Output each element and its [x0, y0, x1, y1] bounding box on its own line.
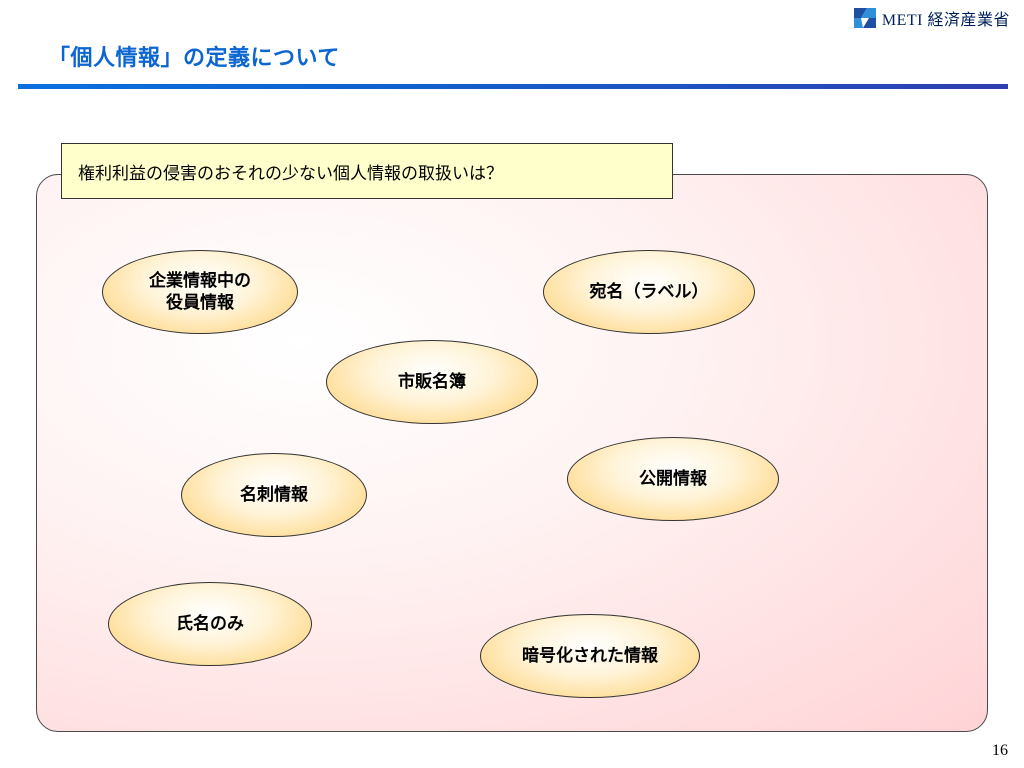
bubble-commercial-list: 市販名簿	[326, 340, 538, 424]
bubble-label: 役員情報	[166, 293, 234, 313]
bubble-name-only: 氏名のみ	[108, 582, 312, 666]
bubble-label: 氏名のみ	[176, 613, 244, 634]
logo-text: METI 経済産業省	[881, 12, 1010, 29]
bubble-label: 宛名（ラベル）	[589, 281, 709, 302]
bubble-address-label: 宛名（ラベル）	[543, 250, 755, 334]
title-rule	[18, 84, 1008, 89]
bubble-label: 市販名簿	[398, 371, 466, 392]
page-number: 16	[992, 742, 1008, 759]
meti-logo: METI 経済産業省	[852, 6, 1010, 30]
bubble-label: 名刺情報	[240, 484, 308, 505]
bubble-officer-info: 企業情報中の 役員情報	[102, 250, 298, 334]
meti-logo-icon	[853, 8, 876, 28]
bubble-label: 公開情報	[639, 468, 707, 489]
bubble-public-info: 公開情報	[567, 437, 779, 521]
bubble-label: 企業情報中の	[149, 270, 251, 291]
bubble-label: 暗号化された情報	[522, 645, 658, 666]
bubble-business-card: 名刺情報	[181, 453, 367, 537]
question-text: 権利利益の侵害のおそれの少ない個人情報の取扱いは？	[78, 163, 503, 184]
bubble-encrypted-info: 暗号化された情報	[480, 614, 700, 698]
page-title: 「個人情報」の定義について	[48, 46, 340, 71]
question-box: 権利利益の侵害のおそれの少ない個人情報の取扱いは？	[61, 143, 673, 199]
